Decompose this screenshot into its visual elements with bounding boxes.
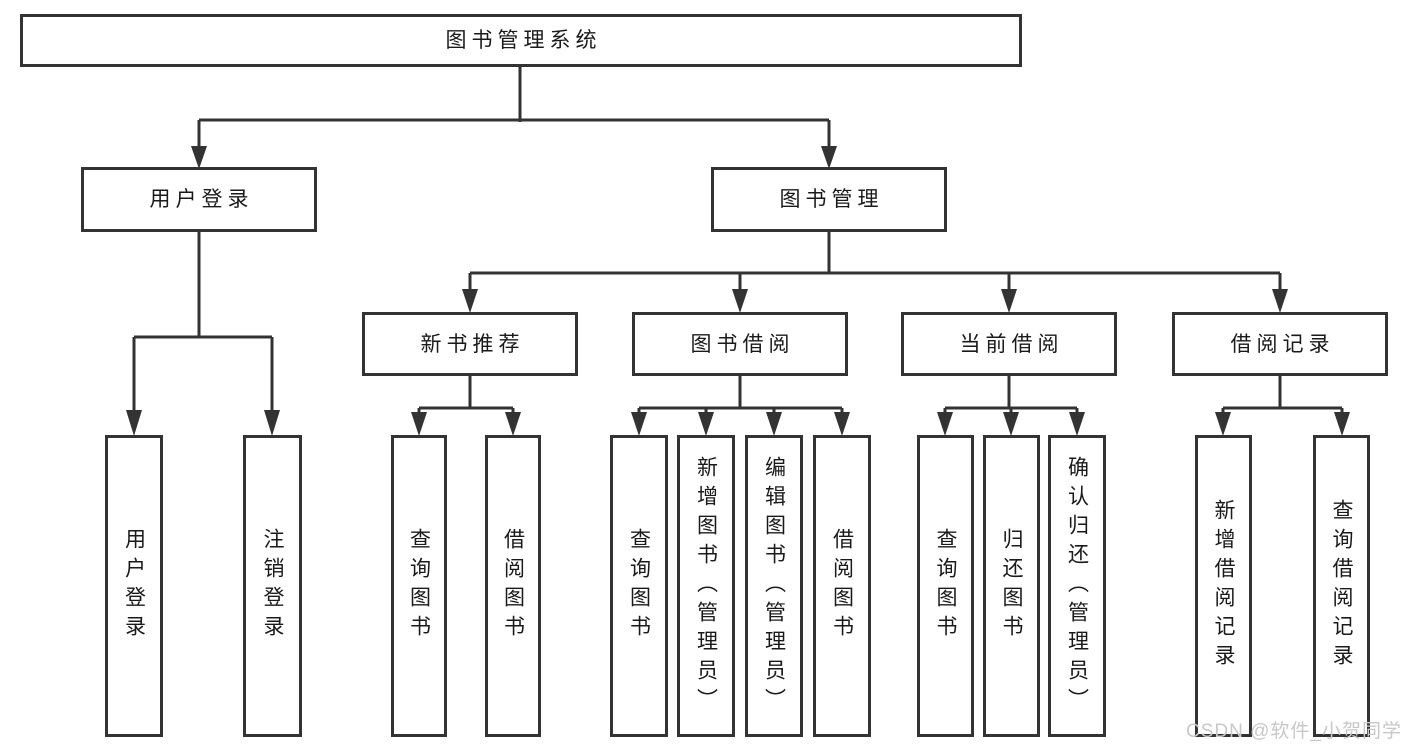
csdn-watermark: CSDN @软件_小贺同学 — [1186, 721, 1402, 742]
leaf-current-return: 归还图书 — [983, 435, 1040, 737]
connector-user-login-to-leaves — [126, 232, 280, 436]
leaf-newbook-query-label: 查询图书 — [407, 528, 431, 644]
leaf-current-query-label: 查询图书 — [934, 528, 957, 644]
leaf-logout: 注销登录 — [243, 435, 302, 737]
node-borrowing-label: 图书借阅 — [690, 332, 795, 356]
node-root: 图书管理系统 — [20, 14, 1022, 67]
leaf-record-query-label: 查询借阅记录 — [1330, 499, 1353, 673]
leaf-current-return-label: 归还图书 — [1000, 528, 1023, 644]
node-new-books: 新书推荐 — [362, 312, 578, 376]
node-book-mgmt: 图书管理 — [711, 167, 947, 232]
leaf-borrow-borrow: 借阅图书 — [813, 435, 871, 737]
node-current-borrow-label: 当前借阅 — [959, 332, 1064, 356]
leaf-borrow-edit: 编辑图书（管理员） — [745, 435, 803, 737]
connector-book-mgmt-to-level3 — [462, 232, 1288, 313]
leaf-record-add: 新增借阅记录 — [1195, 435, 1252, 737]
connector-new-books-to-leaves — [411, 376, 521, 436]
leaf-newbook-borrow: 借阅图书 — [485, 435, 541, 737]
leaf-current-query: 查询图书 — [917, 435, 974, 737]
leaf-borrow-add-label: 新增图书（管理员） — [694, 455, 718, 717]
connector-records-to-leaves — [1215, 376, 1350, 436]
node-borrow-records-label: 借阅记录 — [1230, 332, 1335, 356]
leaf-newbook-query: 查询图书 — [391, 435, 447, 737]
leaf-borrow-query-label: 查询图书 — [627, 528, 651, 644]
connector-current-to-leaves — [937, 376, 1085, 436]
node-current-borrow: 当前借阅 — [901, 312, 1117, 376]
leaf-user-login-label: 用户登录 — [122, 528, 146, 644]
node-borrow-records: 借阅记录 — [1172, 312, 1388, 376]
node-borrowing: 图书借阅 — [632, 312, 848, 376]
leaf-borrow-query: 查询图书 — [610, 435, 668, 737]
node-book-mgmt-label: 图书管理 — [779, 188, 884, 211]
node-user-login-label: 用户登录 — [149, 188, 254, 211]
leaf-borrow-add: 新增图书（管理员） — [677, 435, 735, 737]
node-root-label: 图书管理系统 — [445, 29, 602, 52]
leaf-borrow-edit-label: 编辑图书（管理员） — [762, 455, 786, 717]
connector-root-to-level2 — [191, 66, 837, 169]
leaf-current-confirm: 确认归还（管理员） — [1048, 435, 1106, 737]
leaf-borrow-borrow-label: 借阅图书 — [830, 528, 854, 644]
leaf-user-login: 用户登录 — [105, 435, 163, 737]
leaf-current-confirm-label: 确认归还（管理员） — [1065, 455, 1089, 717]
leaf-record-query: 查询借阅记录 — [1313, 435, 1370, 737]
leaf-record-add-label: 新增借阅记录 — [1212, 499, 1235, 673]
connector-borrowing-to-leaves — [631, 376, 850, 436]
node-user-login: 用户登录 — [81, 167, 317, 232]
leaf-newbook-borrow-label: 借阅图书 — [501, 528, 525, 644]
leaf-logout-label: 注销登录 — [261, 528, 284, 644]
node-new-books-label: 新书推荐 — [420, 332, 525, 356]
